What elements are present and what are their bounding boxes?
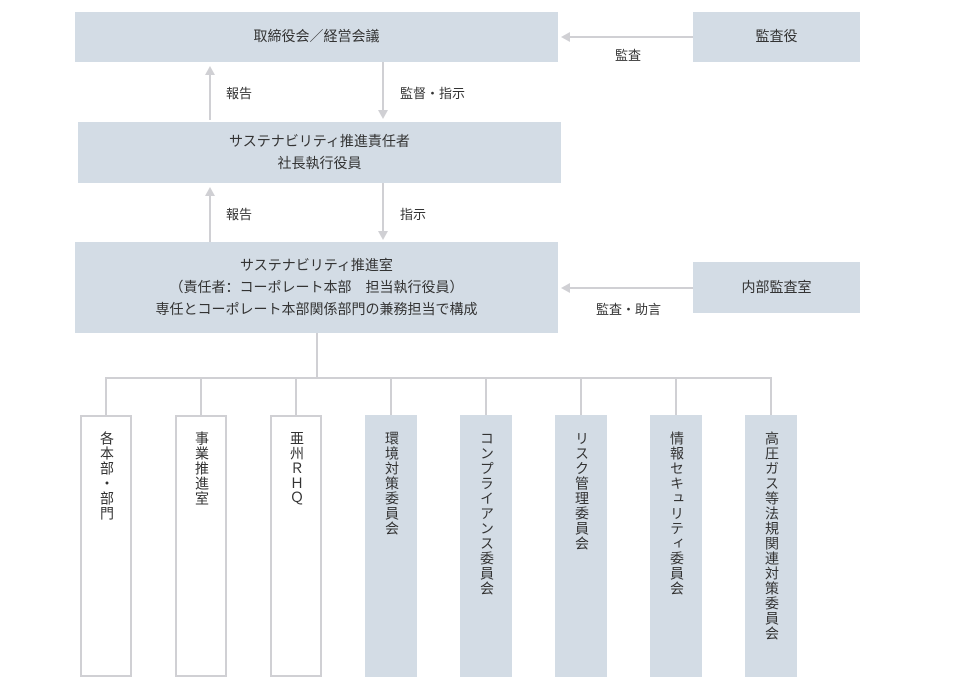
unit-connector xyxy=(770,378,772,415)
officer-box: サステナビリティ推進責任者 社長執行役員 xyxy=(78,122,561,183)
report-label-2: 報告 xyxy=(226,208,253,223)
supervise-connector xyxy=(382,62,384,110)
unit-label: リスク管理委員会 xyxy=(573,431,589,551)
unit-connector xyxy=(390,378,392,415)
unit-connector xyxy=(295,378,297,415)
unit-box: コンプライアンス委員会 xyxy=(460,415,512,677)
unit-connector xyxy=(580,378,582,415)
unit-connector xyxy=(200,378,202,415)
arrow-left-icon xyxy=(561,283,570,293)
arrow-up-icon xyxy=(205,66,215,75)
branch-line xyxy=(105,377,772,379)
internal-audit-box: 内部監査室 xyxy=(693,262,860,313)
board-box: 取締役会／経営会議 xyxy=(75,12,558,62)
arrow-down-icon xyxy=(378,231,388,240)
report-label-1: 報告 xyxy=(226,87,253,102)
unit-label: 事業推進室 xyxy=(193,431,209,506)
unit-box: 事業推進室 xyxy=(175,415,227,677)
unit-label: 亜州ＲＨＱ xyxy=(288,431,304,506)
unit-connector xyxy=(675,378,677,415)
audit-connector xyxy=(570,36,693,38)
auditor-box: 監査役 xyxy=(693,12,860,62)
audit-label: 監査 xyxy=(615,49,642,64)
supervise-label: 監督・指示 xyxy=(400,87,466,102)
instruct-connector xyxy=(382,183,384,231)
arrow-up-icon xyxy=(205,187,215,196)
office-composition: 専任とコーポレート本部関係部門の兼務担当で構成 xyxy=(155,301,478,318)
officer-title: サステナビリティ推進責任者 xyxy=(229,133,410,150)
office-lead: （責任者：コーポレート本部 担当執行役員） xyxy=(169,279,464,296)
unit-box: 情報セキュリティ委員会 xyxy=(650,415,702,677)
board-label: 取締役会／経営会議 xyxy=(253,29,380,45)
internal-audit-label: 内部監査室 xyxy=(741,279,812,296)
unit-label: 各本部・部門 xyxy=(98,431,114,521)
instruct-label: 指示 xyxy=(400,208,427,223)
unit-box: 高圧ガス等法規関連対策委員会 xyxy=(745,415,797,677)
unit-connector xyxy=(485,378,487,415)
internal-audit-action-label: 監査・助言 xyxy=(596,303,662,318)
unit-connector xyxy=(105,378,107,415)
officer-role: 社長執行役員 xyxy=(277,155,362,172)
unit-box: リスク管理委員会 xyxy=(555,415,607,677)
arrow-left-icon xyxy=(561,32,570,42)
unit-box: 亜州ＲＨＱ xyxy=(270,415,322,677)
internal-audit-connector xyxy=(570,287,693,289)
unit-box: 環境対策委員会 xyxy=(365,415,417,677)
unit-label: 環境対策委員会 xyxy=(383,431,399,536)
trunk-line xyxy=(316,333,318,378)
report-connector-1 xyxy=(209,75,211,120)
arrow-down-icon xyxy=(378,110,388,119)
unit-label: 高圧ガス等法規関連対策委員会 xyxy=(763,431,779,641)
unit-label: コンプライアンス委員会 xyxy=(478,431,494,596)
unit-box: 各本部・部門 xyxy=(80,415,132,677)
report-connector-2 xyxy=(209,196,211,242)
unit-label: 情報セキュリティ委員会 xyxy=(668,431,684,596)
office-title: サステナビリティ推進室 xyxy=(240,257,393,274)
office-box: サステナビリティ推進室 （責任者：コーポレート本部 担当執行役員） 専任とコーポ… xyxy=(75,242,558,333)
auditor-label: 監査役 xyxy=(755,29,798,45)
